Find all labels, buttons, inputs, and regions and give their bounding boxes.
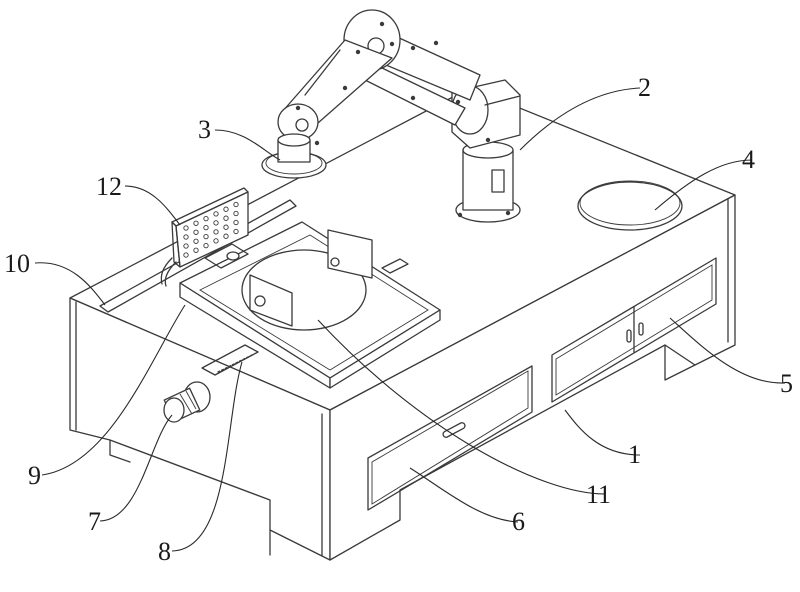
bolt-icon (379, 21, 385, 27)
adjustment-knob (163, 381, 211, 423)
turntable (241, 229, 409, 331)
label-10: 10 (4, 249, 30, 278)
label-12: 12 (96, 172, 122, 201)
leader-6 (409, 467, 519, 523)
panel-light-icon (193, 220, 199, 226)
leader-4 (654, 159, 753, 211)
bolt-icon (433, 40, 439, 46)
panel-light-icon (183, 234, 189, 240)
bolt-icon (410, 95, 416, 101)
leader-12 (124, 185, 181, 226)
control-panel (160, 187, 249, 287)
panel-light-icon (213, 229, 219, 235)
panel-light-icon (223, 215, 229, 221)
bolt-icon (505, 210, 511, 216)
clamp-knob-icon (254, 295, 266, 307)
label-3: 3 (198, 115, 211, 144)
panel-light-icon (203, 233, 209, 240)
robot-display-icon (491, 169, 505, 193)
label-7: 7 (88, 507, 101, 536)
panel-light-icon (203, 242, 209, 249)
label-5: 5 (780, 369, 793, 398)
leader-10 (34, 262, 106, 306)
robot-arm (261, 9, 521, 223)
bolt-icon (389, 41, 395, 47)
cabinet-doors (551, 257, 717, 403)
waste-hole (577, 180, 683, 231)
panel-light-icon (223, 206, 229, 212)
label-9: 9 (28, 461, 41, 490)
label-11: 11 (586, 480, 611, 509)
panel-light-icon (203, 215, 209, 222)
door-handle-left-icon (626, 329, 632, 343)
panel-light-icon (223, 233, 229, 239)
leader-lines (34, 87, 786, 552)
bolt-icon (314, 140, 320, 146)
panel-light-icon (233, 201, 239, 208)
leader-9 (41, 304, 186, 476)
bolt-icon (355, 49, 361, 55)
panel-light-icon (233, 219, 239, 226)
panel-light-icon (183, 243, 189, 249)
panel-light-icon (233, 210, 239, 217)
leader-8 (171, 361, 243, 552)
door-handle-right-icon (638, 322, 644, 336)
label-6: 6 (512, 507, 525, 536)
panel-light-icon (183, 252, 189, 258)
reference-labels: 1 2 3 4 5 6 7 8 9 10 11 12 (4, 73, 793, 566)
panel-light-icon (213, 211, 219, 217)
bolt-icon (457, 212, 463, 218)
panel-light-icon (213, 220, 219, 226)
panel-light-icon (203, 224, 209, 231)
panel-light-icon (233, 228, 239, 235)
panel-light-icon (213, 238, 219, 244)
bolt-icon (342, 85, 348, 91)
label-2: 2 (638, 73, 651, 102)
panel-light-icon (223, 224, 229, 230)
label-1: 1 (628, 440, 641, 469)
clamp-pin-icon (330, 257, 340, 267)
leader-5 (669, 317, 786, 384)
bolt-icon (485, 137, 491, 143)
panel-button-icon (226, 251, 240, 261)
drawer-handle-icon (442, 422, 466, 438)
label-8: 8 (158, 537, 171, 566)
sliding-platform (179, 221, 441, 389)
leader-7 (99, 414, 173, 522)
bolt-icon (295, 105, 301, 111)
panel-light-icon (193, 229, 199, 235)
bolt-icon (455, 99, 461, 105)
label-4: 4 (742, 145, 755, 174)
bolt-icon (410, 45, 416, 51)
drawer (367, 365, 533, 511)
leader-11 (317, 319, 606, 495)
panel-light-icon (183, 225, 189, 231)
leader-2 (519, 87, 641, 151)
panel-light-icon (193, 238, 199, 244)
panel-light-icon (193, 247, 199, 253)
leader-1 (564, 409, 641, 456)
screw-rod (201, 344, 259, 376)
leader-3 (214, 129, 281, 161)
